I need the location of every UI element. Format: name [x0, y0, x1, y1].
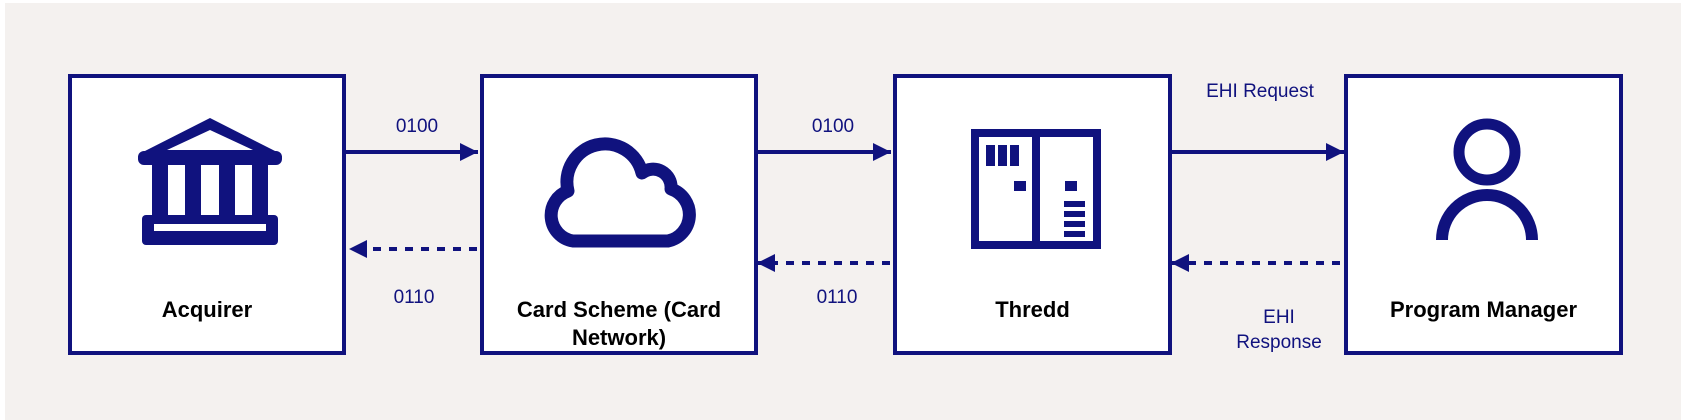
- node-label-acquirer: Acquirer: [161, 297, 253, 322]
- node-label-thredd: Thredd: [995, 297, 1070, 322]
- edge-label-0110-thredd: 0110: [816, 287, 858, 308]
- edge-label-0100-thredd: 0100: [811, 116, 855, 137]
- edge-label-0100-acquirer: 0100: [395, 116, 439, 137]
- edge-label-0110-acquirer: 0110: [393, 287, 435, 308]
- person-icon: [1436, 118, 1538, 241]
- node-card-scheme[interactable]: Card Scheme (Card Network): [480, 74, 758, 355]
- server-cabinet-icon: [971, 129, 1101, 249]
- diagram-canvas: Acquirer Card Scheme (Card Network) Thre…: [5, 3, 1681, 420]
- edges-layer: [346, 143, 1344, 272]
- bank-building-icon: [138, 118, 282, 245]
- node-acquirer[interactable]: Acquirer: [68, 74, 346, 355]
- cloud-icon: [544, 137, 696, 248]
- node-thredd[interactable]: Thredd: [893, 74, 1172, 355]
- edge-label-ehi-request: EHI Request: [1206, 81, 1314, 102]
- edge-label-ehi-response: EHI Response: [1236, 307, 1322, 353]
- node-label-card-scheme: Card Scheme (Card Network): [516, 297, 722, 350]
- node-program-manager[interactable]: Program Manager: [1344, 74, 1623, 355]
- node-label-program-manager: Program Manager: [1389, 297, 1578, 322]
